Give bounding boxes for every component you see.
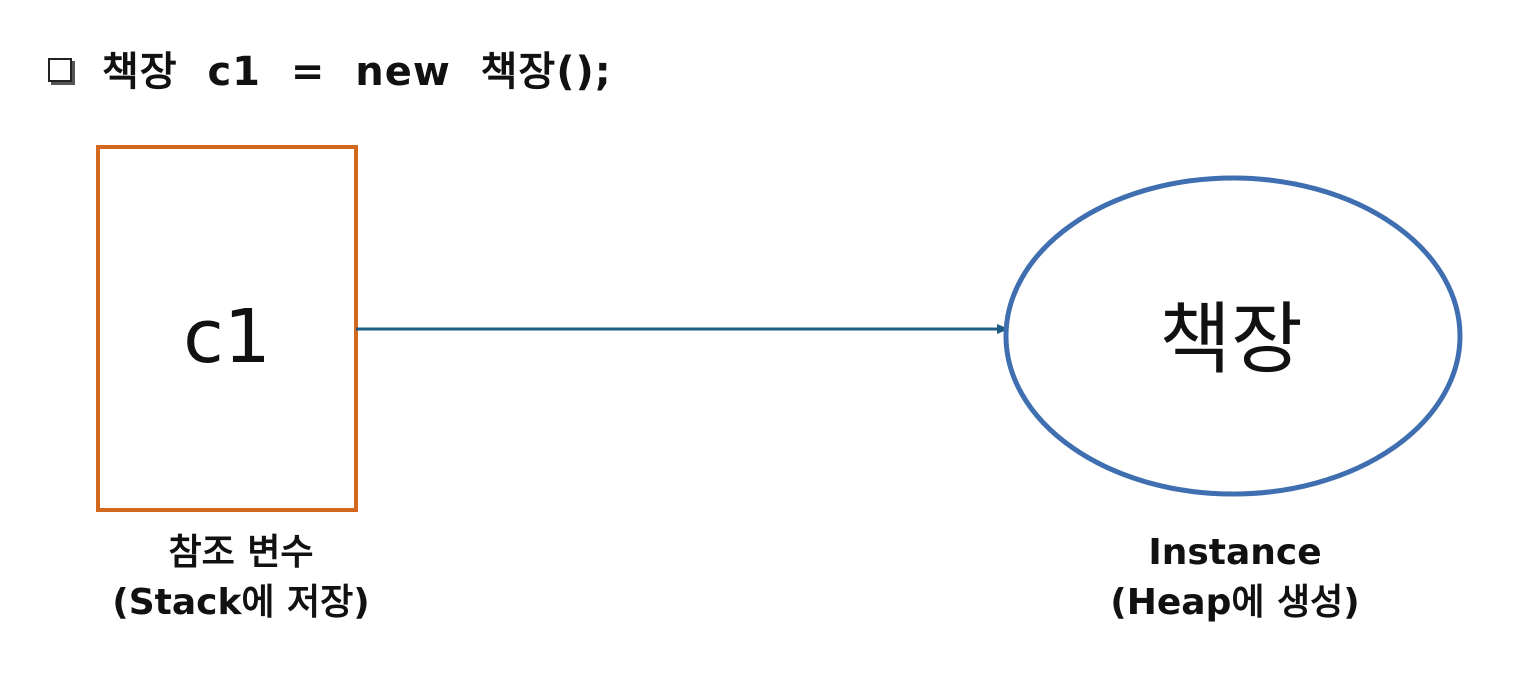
stack-caption-subtitle: (Stack에 저장) (112, 582, 370, 623)
stack-variable-text: c1 (183, 294, 271, 380)
stack-variable-box (96, 145, 358, 512)
heap-instance-text: 책장 (1159, 295, 1303, 385)
code-text: 책장 c1 = new 책장(); (102, 49, 612, 95)
heap-caption: Instance (Heap에 생성) (1070, 528, 1400, 628)
stack-caption: 참조 변수 (Stack에 저장) (76, 528, 406, 628)
heap-caption-title: Instance (1148, 532, 1322, 573)
heap-caption-subtitle: (Heap에 생성) (1110, 582, 1360, 623)
code-statement: 책장 c1 = new 책장(); (48, 38, 612, 98)
heap-instance-ellipse (1003, 175, 1463, 497)
stack-caption-title: 참조 변수 (168, 532, 314, 573)
square-bullet-icon (48, 58, 72, 82)
